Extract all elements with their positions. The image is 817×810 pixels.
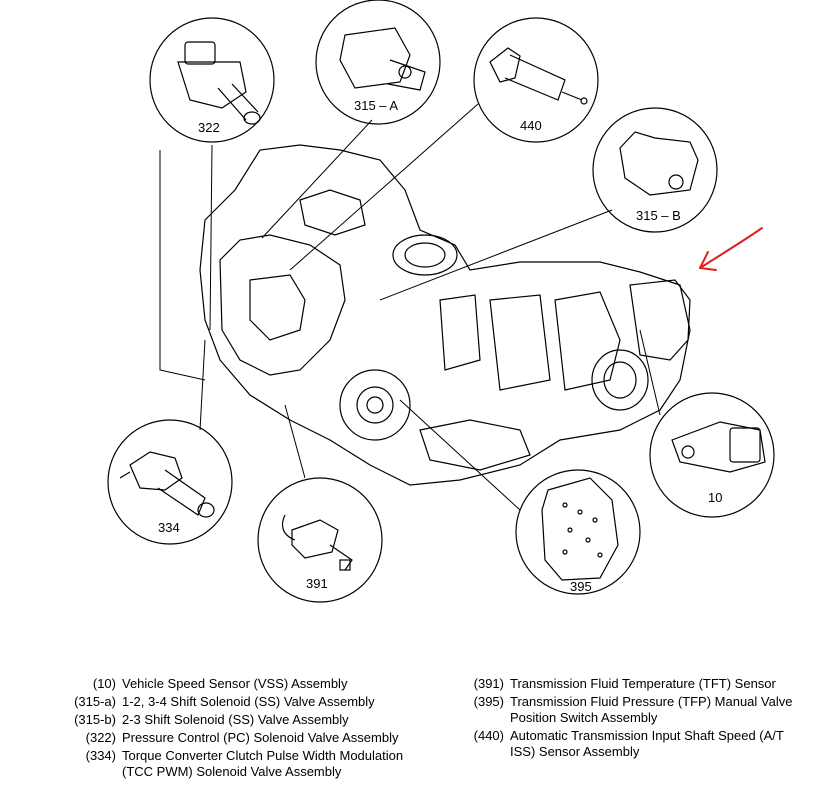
legend-number: (391) [473,676,504,691]
legend-number: (322) [85,730,116,745]
legend-item: (315-a) 1-2, 3-4 Shift Solenoid (SS) Val… [64,694,414,710]
legend-left: (10) Vehicle Speed Sensor (VSS) Assembly… [64,676,414,782]
callout-334 [107,419,233,545]
legend-text: 1-2, 3-4 Shift Solenoid (SS) Valve Assem… [122,694,375,709]
legend-item: (395) Transmission Fluid Pressure (TFP) … [460,694,800,726]
leader-lines [159,103,661,511]
label-440: 440 [520,118,542,133]
legend-text: Vehicle Speed Sensor (VSS) Assembly [122,676,348,691]
legend-number: (334) [85,748,116,763]
legend-item: (10) Vehicle Speed Sensor (VSS) Assembly [64,676,414,692]
legend-right: (391) Transmission Fluid Temperature (TF… [460,676,800,762]
legend-text: 2-3 Shift Solenoid (SS) Valve Assembly [122,712,349,727]
callout-315a [315,0,441,125]
legend-item: (334) Torque Converter Clutch Pulse Widt… [64,748,414,780]
legend-number: (440) [473,728,504,743]
callout-315b [592,107,718,233]
legend-item: (322) Pressure Control (PC) Solenoid Val… [64,730,414,746]
transmission-diagram: 322 315 – A 440 315 – B 10 334 391 395 [107,0,775,603]
legend-item: (315-b) 2-3 Shift Solenoid (SS) Valve As… [64,712,414,728]
legend-text: Transmission Fluid Pressure (TFP) Manual… [510,694,793,725]
label-315a: 315 – A [354,98,398,113]
label-334: 334 [158,520,180,535]
legend-text: Torque Converter Clutch Pulse Width Modu… [122,748,404,779]
label-395: 395 [570,579,592,594]
transmission-housing [199,144,691,486]
legend-text: Transmission Fluid Temperature (TFT) Sen… [510,676,776,691]
callout-322 [149,17,275,143]
legend-text: Pressure Control (PC) Solenoid Valve Ass… [122,730,399,745]
label-315b: 315 – B [636,208,681,223]
legend-item: (391) Transmission Fluid Temperature (TF… [460,676,800,692]
legend-number: (315-a) [74,694,116,709]
callout-391 [257,477,383,603]
label-322: 322 [198,120,220,135]
legend-number: (395) [473,694,504,709]
legend-text: Automatic Transmission Input Shaft Speed… [510,728,784,759]
label-10: 10 [708,490,722,505]
callout-440 [473,17,599,143]
legend-number: (10) [92,676,116,691]
callout-10 [649,392,775,518]
label-391: 391 [306,576,328,591]
callout-395 [515,469,641,595]
legend-item: (440) Automatic Transmission Input Shaft… [460,728,800,760]
legend-number: (315-b) [74,712,116,727]
red-arrow-annotation [699,227,763,271]
